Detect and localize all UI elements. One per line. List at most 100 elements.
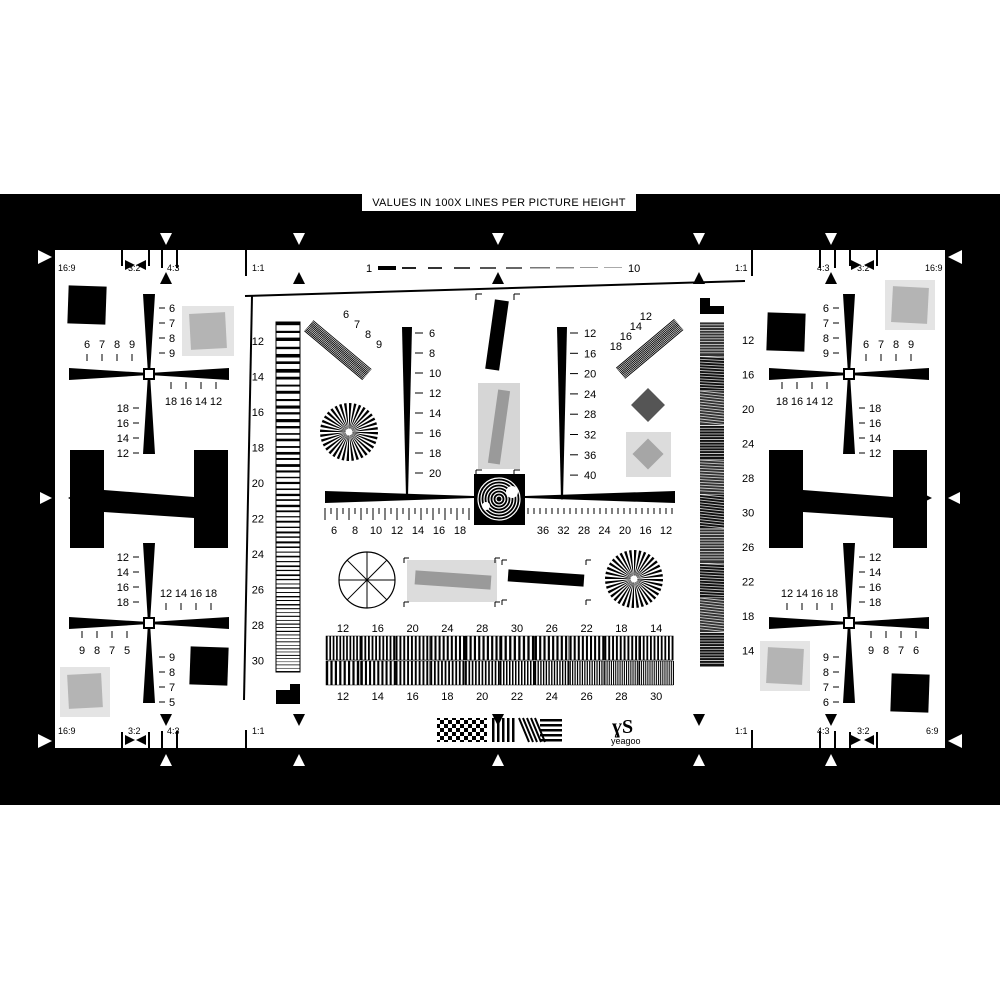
star-spoke xyxy=(634,579,663,587)
aspect-tick xyxy=(751,730,753,758)
wedge-bar xyxy=(276,561,300,563)
mid-black-slab xyxy=(507,569,585,587)
bar-line xyxy=(594,661,596,685)
right-wedge-block xyxy=(699,356,725,391)
bar-line xyxy=(644,661,646,685)
bar-top-label: 18 xyxy=(615,623,627,635)
right-wedge-block xyxy=(700,528,724,563)
diag-line xyxy=(304,330,363,381)
aspect-label: 4:3 xyxy=(817,263,830,273)
bar-line xyxy=(642,661,644,685)
frame-arrow xyxy=(160,233,172,245)
cross-wedge-h xyxy=(149,617,229,629)
bar-line xyxy=(663,661,665,685)
star-spoke xyxy=(610,579,634,598)
star-spoke xyxy=(634,573,663,579)
left-wedge xyxy=(276,322,300,672)
bar-line xyxy=(352,636,355,660)
banner-title: VALUES IN 100X LINES PER PICTURE HEIGHT xyxy=(372,197,626,209)
bar-line xyxy=(594,636,597,660)
right-wedge-line xyxy=(699,605,725,610)
bar-line xyxy=(646,661,648,685)
right-wedge-line xyxy=(699,522,725,526)
bar-line xyxy=(610,661,612,685)
cross-label: 16 xyxy=(791,396,803,408)
bar-line xyxy=(527,636,530,660)
bar-line xyxy=(329,636,332,660)
cross-label: 14 xyxy=(195,396,207,408)
star-spoke xyxy=(634,550,642,579)
bar-line xyxy=(339,636,342,660)
bar-line xyxy=(639,661,641,685)
aspect-label: 4:3 xyxy=(817,726,830,736)
right-wedge-line xyxy=(699,470,725,473)
hscale-label: 14 xyxy=(412,525,424,537)
bar-bottom-label: 12 xyxy=(337,691,349,703)
bar-line xyxy=(446,636,449,660)
bar-line xyxy=(503,661,505,685)
frame-arrow xyxy=(825,233,837,245)
aspect-tick xyxy=(751,248,753,276)
wedge-bar xyxy=(276,671,300,672)
diag-line xyxy=(305,329,364,379)
stripe xyxy=(530,717,542,743)
vscale-right-label: 28 xyxy=(584,409,596,421)
cross-label: 7 xyxy=(169,682,175,694)
cross-center xyxy=(143,617,155,629)
frame-arrow xyxy=(693,233,705,245)
cross-label: 7 xyxy=(99,339,105,351)
cross-label: 8 xyxy=(114,339,120,351)
bar-line xyxy=(422,636,425,660)
vscale-right-label: 32 xyxy=(584,430,596,442)
bar-bottom-label: 26 xyxy=(580,691,592,703)
left-wedge-border xyxy=(275,321,301,673)
wedge-bar xyxy=(276,578,300,581)
right-wedge-line xyxy=(699,574,725,577)
stripe xyxy=(540,734,562,737)
bar-line xyxy=(579,661,581,685)
right-wedge-line xyxy=(699,415,725,420)
bar-top-label: 20 xyxy=(406,623,418,635)
bar-line xyxy=(636,661,638,685)
corner-arrow xyxy=(38,734,52,748)
aspect-label: 3:2 xyxy=(857,263,870,273)
cross-wedge-v xyxy=(143,543,155,623)
vscale-right-wedge xyxy=(557,327,567,500)
bar-line xyxy=(540,661,542,685)
aspect-tick xyxy=(148,732,150,750)
star-spoke xyxy=(320,432,349,438)
bar-line xyxy=(524,661,526,685)
aspect-tick xyxy=(121,732,123,750)
cross-label: 16 xyxy=(180,396,192,408)
cross-wedge-v xyxy=(843,623,855,703)
bar-line xyxy=(601,661,603,685)
frame-arrow xyxy=(492,233,504,245)
star-spoke xyxy=(634,579,660,596)
star-spoke xyxy=(634,579,653,603)
cross-wedge-v xyxy=(843,543,855,623)
bar-line xyxy=(586,661,588,685)
vscale-left-wedge xyxy=(402,327,412,497)
bar-line xyxy=(364,661,367,685)
diag-line xyxy=(312,320,372,370)
right-wedge-block xyxy=(699,390,725,425)
right-wedge-label: 12 xyxy=(742,335,754,347)
vscale-left-label: 18 xyxy=(429,448,441,460)
bar-line xyxy=(539,636,542,660)
diag-line xyxy=(307,325,367,376)
bar-block-bottom xyxy=(499,660,535,686)
bar-line xyxy=(375,636,377,660)
star-spoke xyxy=(634,551,647,579)
right-wedge-line xyxy=(699,614,725,618)
bar-line xyxy=(604,636,607,660)
star-spoke xyxy=(349,403,352,432)
aspect-label: 16:9 xyxy=(58,263,76,273)
right-wedge-line xyxy=(699,600,725,604)
top-scale-start: 1 xyxy=(366,263,372,275)
wedge-bar xyxy=(276,405,300,409)
bar-top-label: 16 xyxy=(372,623,384,635)
bar-line xyxy=(551,661,553,685)
frame-arrow xyxy=(293,233,305,245)
right-wedge-line xyxy=(699,585,725,588)
cross-label: 14 xyxy=(869,567,881,579)
